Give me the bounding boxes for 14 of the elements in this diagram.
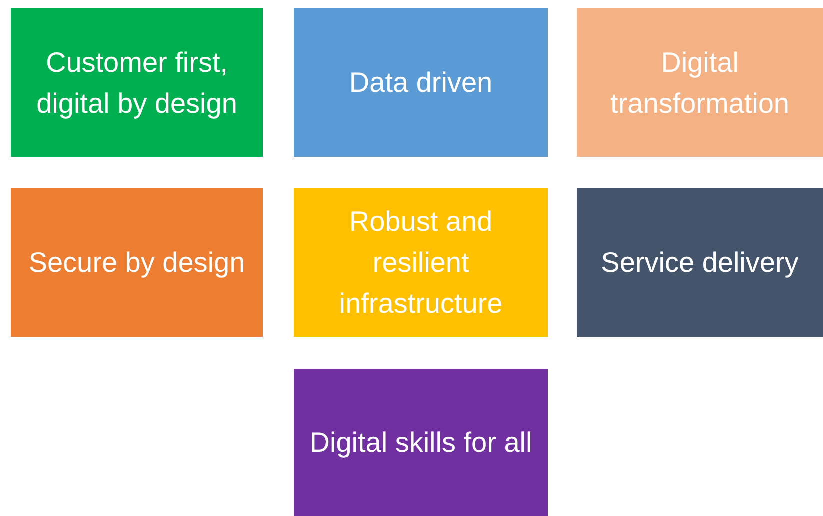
box-label: Data driven bbox=[349, 66, 493, 100]
category-box bbox=[577, 188, 823, 337]
category-box bbox=[294, 188, 548, 337]
category-box bbox=[294, 8, 548, 157]
box-label: Digital skills for all bbox=[310, 426, 532, 460]
box-label: Secure by design bbox=[28, 246, 246, 280]
category-box bbox=[11, 188, 263, 337]
category-box bbox=[11, 8, 263, 157]
category-box bbox=[294, 369, 548, 516]
category-box bbox=[577, 8, 823, 157]
box-label: Robust and resilient infrastructure bbox=[338, 205, 504, 321]
box-label: Service delivery bbox=[601, 246, 799, 280]
box-label: Customer first, digital by design bbox=[36, 46, 238, 121]
box-label: Digital transformation bbox=[610, 46, 790, 120]
